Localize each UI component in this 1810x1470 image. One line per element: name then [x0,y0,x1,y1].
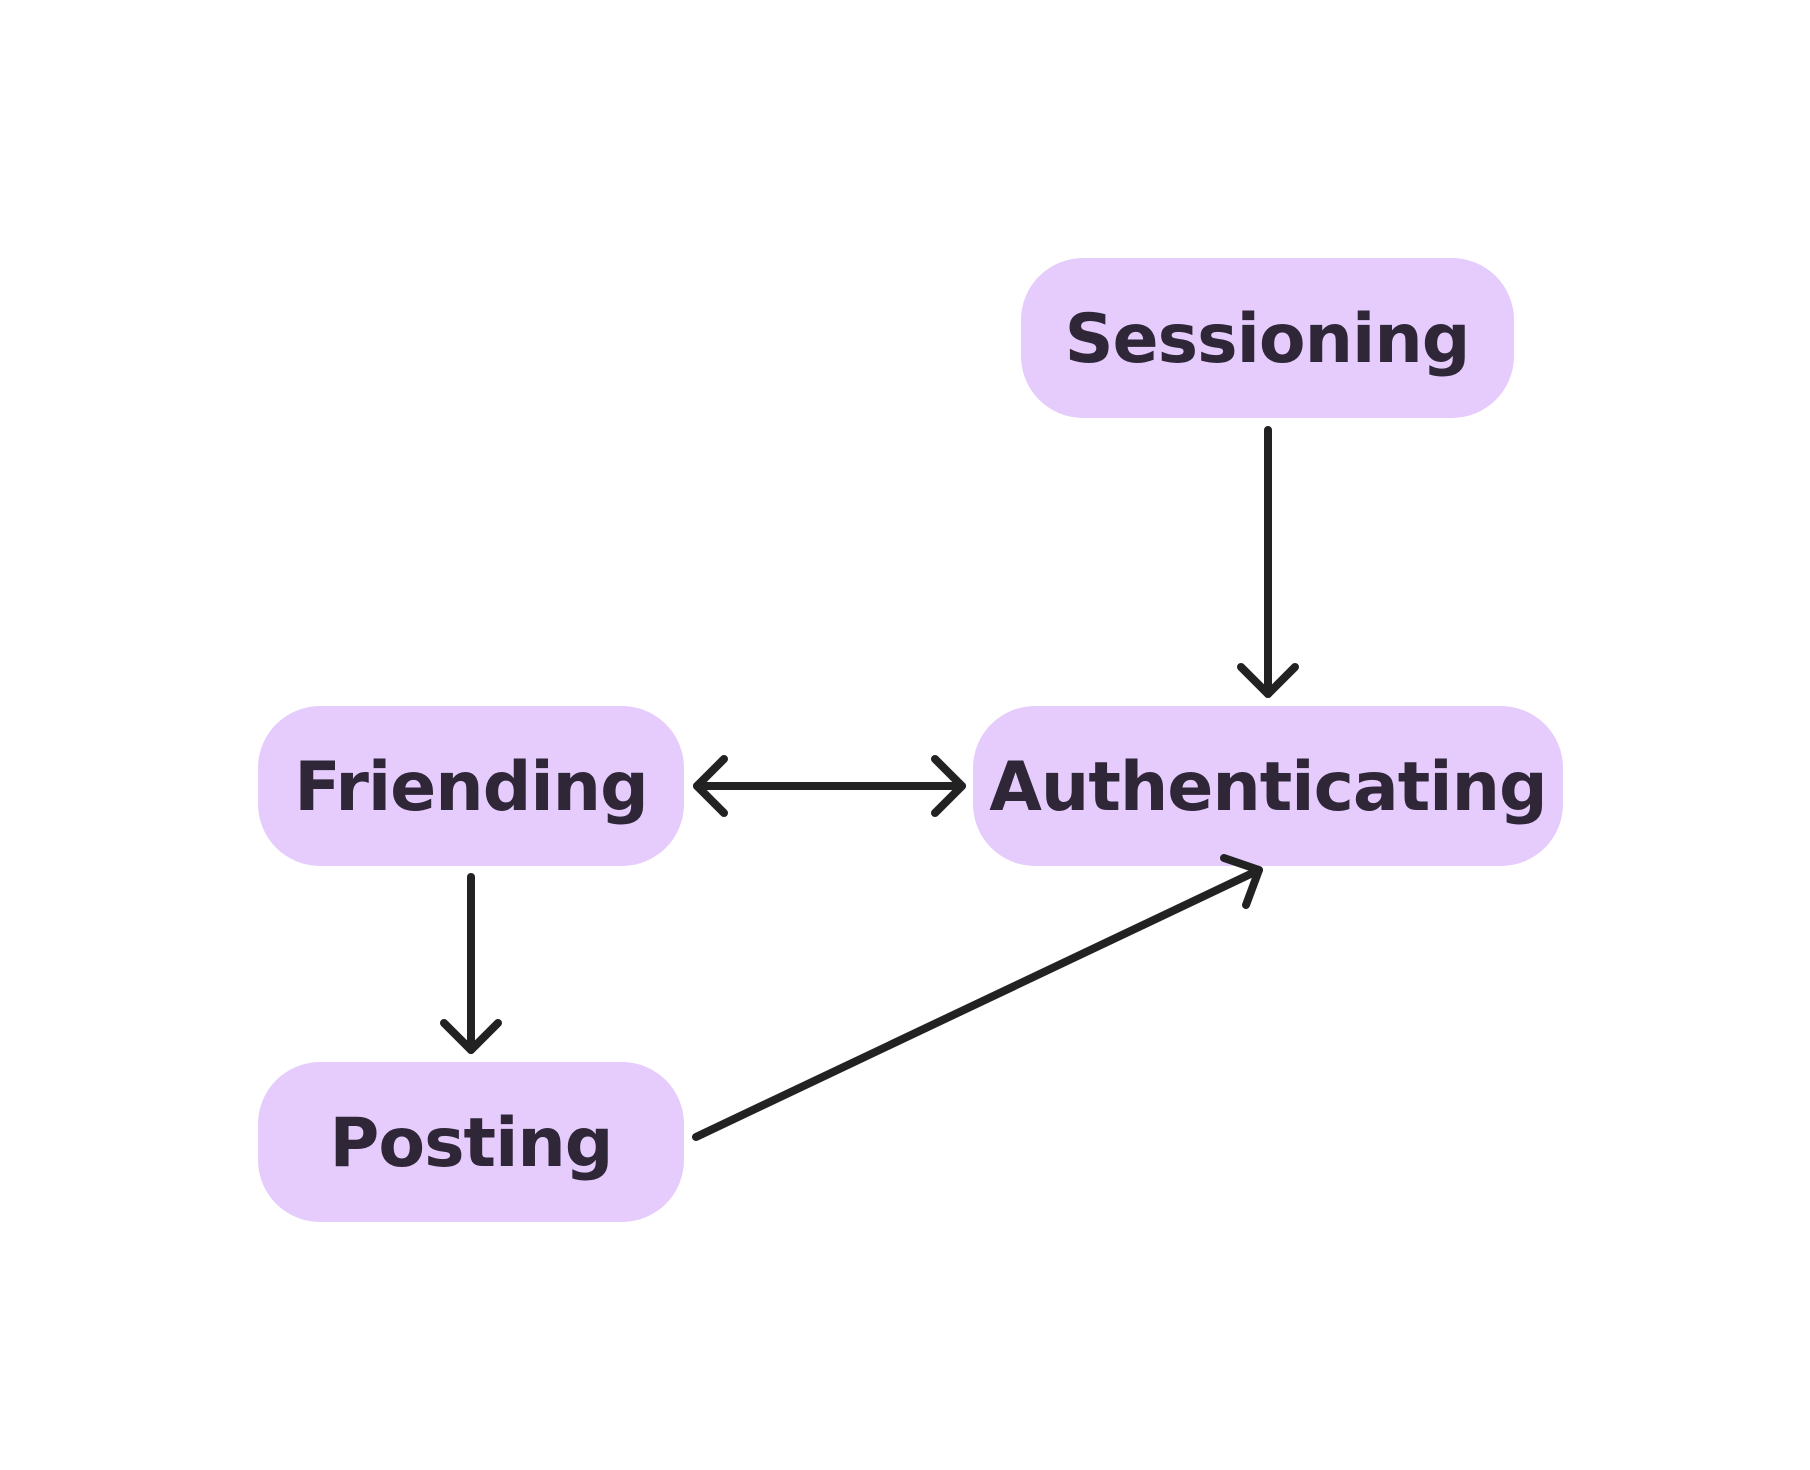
edge-posting-to-authenticating [692,854,1263,1141]
node-sessioning[interactable]: Sessioning [1021,258,1514,418]
node-friending-label: Friending [294,748,648,827]
arrowhead-icon [693,755,728,817]
arrowhead-icon [931,755,966,817]
node-sessioning-label: Sessioning [1065,300,1470,379]
node-posting[interactable]: Posting [258,1062,684,1222]
edge-friending-authenticating-bidirectional [693,755,966,817]
arrowhead-icon [1220,854,1263,909]
node-authenticating-label: Authenticating [989,748,1546,827]
node-posting-label: Posting [330,1104,613,1183]
edge-friending-to-posting [440,873,502,1054]
edge-sessioning-to-authenticating [1237,426,1299,698]
node-friending[interactable]: Friending [258,706,684,866]
node-authenticating[interactable]: Authenticating [973,706,1563,866]
arrowhead-icon [440,1019,502,1054]
arrowhead-icon [1237,663,1299,698]
